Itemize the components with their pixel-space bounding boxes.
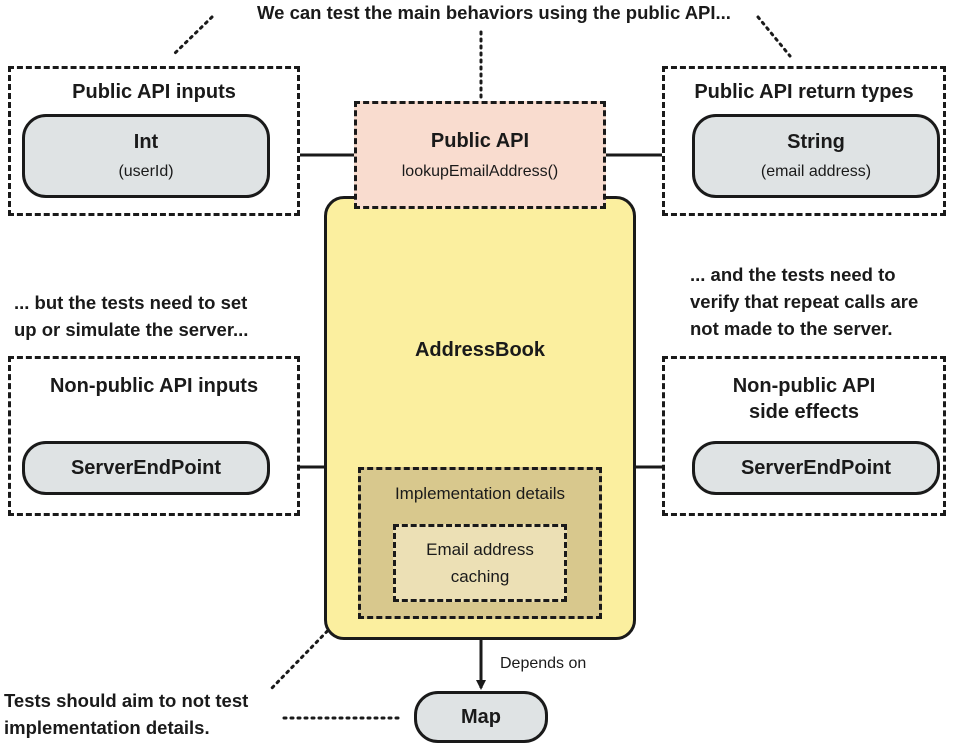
top-note: We can test the main behaviors using the… bbox=[257, 2, 731, 23]
string-node-title: String bbox=[787, 131, 845, 154]
non-public-api-side-effects-title: Non-public API side effects bbox=[665, 373, 943, 425]
caching-line-1: Email address bbox=[426, 539, 534, 559]
right-note-line-2: verify that repeat calls are bbox=[690, 290, 919, 312]
int-node-title: Int bbox=[133, 131, 159, 154]
string-node: String (email address) bbox=[692, 114, 940, 198]
server-endpoint-right-label: ServerEndPoint bbox=[740, 457, 892, 479]
public-api-title: Public API bbox=[430, 129, 530, 152]
implementation-details-title: Implementation details bbox=[394, 484, 566, 503]
right-note-line-3: not made to the server. bbox=[690, 317, 893, 339]
string-node-subtitle: (email address) bbox=[760, 163, 872, 181]
right-note: ... and the tests need to verify that re… bbox=[690, 262, 952, 342]
server-endpoint-right-node: ServerEndPoint bbox=[692, 441, 940, 495]
right-note-line-1: ... and the tests need to bbox=[690, 264, 896, 285]
left-note-line-1: ... but the tests need to set bbox=[14, 292, 248, 313]
depends-on-label: Depends on bbox=[500, 655, 587, 672]
caching-line-2: caching bbox=[450, 567, 510, 586]
bottom-note: Tests should aim to not test implementat… bbox=[4, 688, 284, 742]
non-public-api-inputs-title: Non-public API inputs bbox=[49, 375, 259, 397]
int-node: Int (userId) bbox=[22, 114, 270, 198]
left-note-line-2: up or simulate the server... bbox=[14, 318, 249, 340]
int-node-subtitle: (userId) bbox=[118, 163, 174, 181]
public-api-inputs-title: Public API inputs bbox=[72, 81, 236, 103]
public-api-return-types-title: Public API return types bbox=[694, 81, 914, 103]
map-node: Map bbox=[414, 691, 548, 743]
callout-top-left-dotted bbox=[170, 15, 214, 58]
map-node-label: Map bbox=[461, 706, 501, 728]
bottom-note-line-2: implementation details. bbox=[4, 716, 210, 738]
side-effects-title-line-2: side effects bbox=[748, 401, 860, 423]
left-note: ... but the tests need to set up or simu… bbox=[14, 290, 304, 344]
server-endpoint-left-node: ServerEndPoint bbox=[22, 441, 270, 495]
addressbook-title: AddressBook bbox=[414, 339, 546, 361]
side-effects-title-line-1: Non-public API bbox=[732, 375, 876, 397]
public-api-method: lookupEmailAddress() bbox=[401, 162, 559, 180]
bottom-note-line-1: Tests should aim to not test bbox=[4, 690, 249, 711]
public-api-box: Public API lookupEmailAddress() bbox=[354, 101, 606, 209]
server-endpoint-left-label: ServerEndPoint bbox=[70, 457, 222, 479]
email-address-caching-box: Email address caching bbox=[393, 524, 567, 602]
